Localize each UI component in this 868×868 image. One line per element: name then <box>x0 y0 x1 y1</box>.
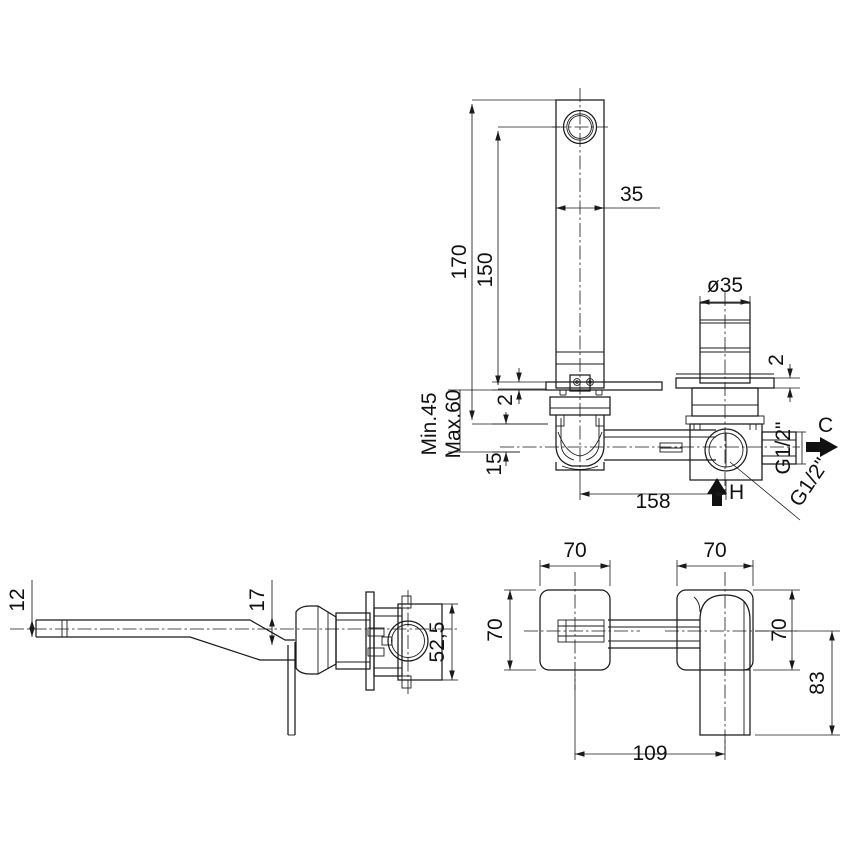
spout-outlet-aerator <box>552 109 608 145</box>
dimension-handle-reach: 83 <box>755 630 840 736</box>
flow-marker-cold: C <box>806 414 838 457</box>
dimension-min45-text: Min.45 <box>418 392 441 455</box>
dimension-plate-centre-distance: 109 <box>574 674 726 765</box>
connecting-pipe <box>500 429 800 461</box>
dimension-d35-text: ø35 <box>707 274 743 297</box>
valve-escutcheon-plan <box>665 572 800 752</box>
dimension-17-text: 17 <box>246 588 269 611</box>
dimension-109-text: 109 <box>632 742 667 765</box>
valve-body-side <box>10 590 460 694</box>
dimension-valve-plate-height: 70 <box>753 589 800 671</box>
hot-inlet-label: H <box>729 481 744 504</box>
dimension-70-right-text: 70 <box>703 539 726 562</box>
dimension-spout-plate-width: 70 <box>539 539 611 586</box>
spout-arm-side <box>35 619 296 736</box>
dimension-525-text: 52,5 <box>426 622 449 663</box>
dimension-valve-body-depth: 52,5 <box>426 603 458 681</box>
cold-inlet-label: C <box>818 414 833 437</box>
dimension-spout-base-height: 15 <box>483 412 548 476</box>
spout-wall-plate <box>545 381 663 396</box>
dimension-83-text: 83 <box>806 671 829 694</box>
cold-inlet-arrow-icon <box>806 437 838 457</box>
thread-label-upper: G1/2" <box>772 422 806 475</box>
dimension-170-text: 170 <box>448 244 471 279</box>
thread-upper-text: G1/2" <box>772 422 795 475</box>
spout-escutcheon-plan <box>524 572 640 690</box>
dimension-spout-tip-thickness: 12 <box>6 580 35 637</box>
dimension-150-text: 150 <box>474 252 497 287</box>
side-view: 12 17 52,5 <box>6 580 460 736</box>
dimension-spout-width: 35 <box>556 183 660 211</box>
dimension-centre-distance: 158 <box>579 470 727 513</box>
spout-base-assembly <box>549 374 611 471</box>
plan-view: 70 70 70 70 83 <box>484 539 840 765</box>
dimension-spout-height-outlet: 150 <box>474 126 560 390</box>
dimension-70-left-text: 70 <box>563 539 586 562</box>
dimension-15-text: 15 <box>483 452 506 475</box>
dimension-max60-text: Max.60 <box>442 390 465 459</box>
dimension-2-spout-text: 2 <box>494 394 517 406</box>
dimension-2-valve-text: 2 <box>765 354 788 366</box>
dimension-158-text: 158 <box>635 490 670 513</box>
dimension-wall-depth: Min.45 Max.60 <box>418 390 546 459</box>
dimension-35-text: 35 <box>620 183 643 206</box>
dimension-70-right-v-text: 70 <box>768 618 791 641</box>
dimension-valve-plate-width: 70 <box>676 539 754 586</box>
dimension-spout-body-thickness: 17 <box>246 580 275 645</box>
dimension-handle-diameter: ø35 <box>699 274 751 306</box>
dimension-12-text: 12 <box>6 588 29 611</box>
dimension-valve-plate-thickness: 2 <box>765 354 800 402</box>
dimension-spout-plate-height: 70 <box>484 589 536 671</box>
plan-connecting-bar <box>608 619 700 649</box>
dimension-70-left-v-text: 70 <box>484 618 507 641</box>
